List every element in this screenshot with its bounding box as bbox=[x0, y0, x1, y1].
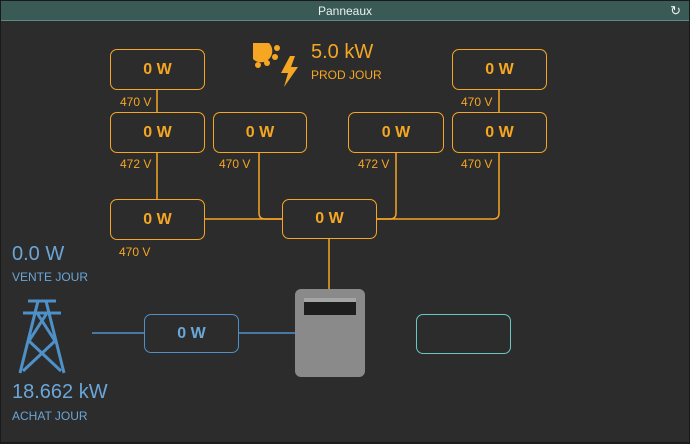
panel-voltage: 472 V bbox=[358, 157, 390, 171]
panel-top-left[interactable]: 0 W bbox=[110, 49, 205, 90]
grid-sell-label: VENTE JOUR bbox=[12, 270, 89, 284]
combiner-power: 0 W bbox=[315, 210, 344, 227]
panel-power: 0 W bbox=[245, 123, 275, 141]
panel-voltage: 470 V bbox=[219, 157, 251, 171]
grid-buy-label: ACHAT JOUR bbox=[12, 409, 88, 423]
panel-voltage: 470 V bbox=[461, 95, 493, 109]
panel-row2-4[interactable]: 0 W bbox=[452, 112, 547, 153]
grid-flow-box[interactable]: 0 W bbox=[144, 314, 239, 353]
window-title: Panneaux bbox=[317, 4, 373, 18]
panel-voltage: 470 V bbox=[119, 245, 151, 259]
panel-power: 0 W bbox=[485, 123, 514, 141]
solar-production-icon bbox=[253, 43, 298, 87]
grid-buy-value: 18.662 kW bbox=[12, 381, 108, 403]
panel-power: 0 W bbox=[143, 123, 172, 141]
panel-power: 0 W bbox=[485, 60, 514, 78]
inverter-icon bbox=[295, 289, 365, 377]
refresh-icon[interactable]: ↻ bbox=[670, 3, 681, 18]
panel-row2-2[interactable]: 0 W bbox=[213, 112, 307, 153]
panel-power: 0 W bbox=[143, 60, 172, 78]
production-label: PROD JOUR bbox=[311, 68, 382, 82]
panel-voltage: 472 V bbox=[120, 157, 152, 171]
panel-row2-1[interactable]: 0 W bbox=[110, 112, 205, 153]
grid-flow-power: 0 W bbox=[177, 324, 206, 342]
panel-voltage: 470 V bbox=[461, 157, 493, 171]
grid-sell-value: 0.0 W bbox=[12, 243, 65, 265]
production-value: 5.0 kW bbox=[311, 41, 374, 63]
panel-voltage: 470 V bbox=[120, 95, 152, 109]
panel-row2-3[interactable]: 0 W bbox=[348, 112, 444, 153]
title-bar: Panneaux ↻ bbox=[1, 1, 689, 21]
panel-power: 0 W bbox=[143, 210, 172, 228]
panel-row3-left[interactable]: 0 W bbox=[110, 199, 205, 240]
battery-box[interactable] bbox=[416, 314, 511, 354]
power-pylon-icon bbox=[18, 299, 66, 374]
panel-top-right[interactable]: 0 W bbox=[452, 49, 547, 90]
panel-power: 0 W bbox=[381, 123, 411, 141]
combiner-box[interactable]: 0 W bbox=[282, 199, 377, 239]
